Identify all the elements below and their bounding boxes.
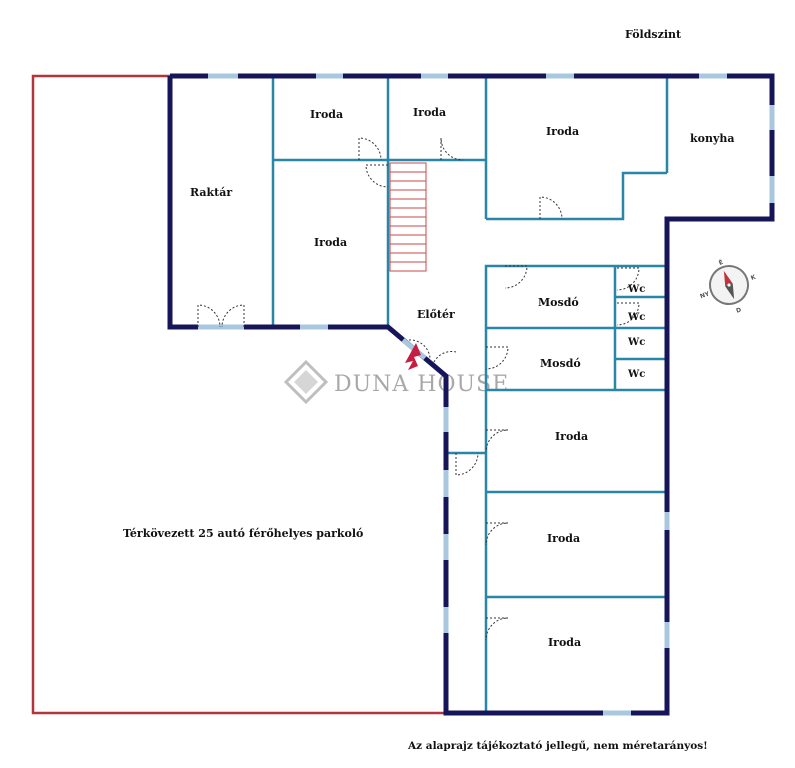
room-label-iroda-r2: Iroda [547, 532, 580, 545]
door-iroda-left [365, 164, 389, 188]
windows [198, 73, 775, 716]
parking-label: Térkövezett 25 autó férőhelyes parkoló [123, 527, 363, 540]
door-iroda-r2 [485, 522, 509, 546]
watermark-text: DUNA HOUSE [334, 372, 509, 397]
compass-west: NY [699, 290, 711, 300]
door-mosdo2 [485, 346, 509, 370]
room-label-iroda-r3: Iroda [548, 636, 581, 649]
compass-icon: É K D NY [699, 258, 757, 315]
room-label-iroda-r1: Iroda [555, 430, 588, 443]
room-label-wc2: Wc [627, 312, 645, 323]
door-mosdo1 [504, 265, 528, 289]
door-iroda-top3 [539, 196, 563, 220]
room-label-iroda-top3: Iroda [546, 125, 579, 138]
staircase [389, 162, 427, 272]
parking-outline [31, 74, 446, 715]
door-iroda-r3 [485, 617, 509, 641]
room-label-wc4: Wc [627, 369, 645, 380]
room-label-iroda-top2: Iroda [413, 106, 446, 119]
entrance-arrow-icon [405, 343, 421, 370]
floor-title: Földszint [625, 28, 682, 41]
room-labels: Raktár Iroda Iroda Iroda konyha Iroda El… [190, 106, 734, 649]
doors [197, 137, 640, 641]
room-label-eloter: Előtér [417, 308, 455, 321]
room-label-iroda-top1: Iroda [310, 108, 343, 121]
outer-walls [167, 73, 775, 716]
compass-north: É [718, 258, 725, 267]
duna-house-logo [283, 359, 329, 405]
room-label-wc3: Wc [627, 337, 645, 348]
compass-south: D [735, 307, 742, 315]
door-iroda-r1 [485, 429, 509, 453]
compass-east: K [750, 274, 757, 282]
room-label-raktar: Raktár [190, 186, 232, 199]
door-iroda-top2 [440, 137, 464, 161]
parking-area: Térkövezett 25 autó férőhelyes parkoló [31, 74, 446, 715]
room-label-mosdo2: Mosdó [540, 357, 581, 370]
door-entrance-right [433, 351, 457, 363]
room-label-wc1: Wc [627, 284, 645, 295]
room-label-mosdo1: Mosdó [538, 296, 579, 309]
room-label-konyha: konyha [690, 132, 734, 145]
room-label-iroda-left: Iroda [314, 236, 347, 249]
door-wc1 [616, 267, 640, 291]
door-corridor [455, 452, 479, 476]
door-raktar-right [221, 304, 245, 328]
duna-house-watermark: DUNA HOUSE [283, 359, 509, 405]
door-wc2 [616, 302, 640, 326]
disclaimer-note: Az alaprajz tájékoztató jellegű, nem mér… [407, 739, 708, 752]
door-iroda-top1 [358, 137, 382, 161]
door-raktar-left [197, 304, 221, 328]
